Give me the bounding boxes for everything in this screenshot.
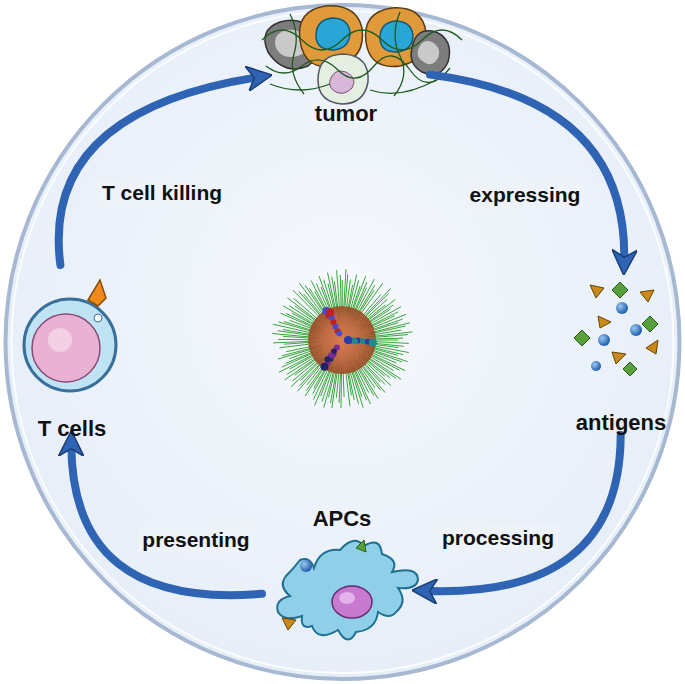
stage-label: tumor (315, 101, 377, 126)
cycle-ground (6, 5, 680, 679)
cycle-arrow (59, 77, 262, 265)
tumor-cells (262, 6, 462, 104)
antigen-molecules (574, 282, 658, 376)
step-label: processing (438, 525, 558, 550)
stage-label: antigens (576, 410, 666, 435)
stage-node: T cells (10, 265, 134, 441)
stage-node: tumor (262, 2, 430, 126)
cycle-arrow (430, 75, 624, 265)
cycle-arrow (71, 441, 262, 595)
t-cell (24, 280, 116, 391)
stage-label: APCs (313, 506, 372, 531)
step-label: presenting (138, 527, 253, 552)
stage-label: T cells (38, 416, 106, 441)
cycle-arrow (422, 435, 621, 591)
antigen-presenting-cell (277, 540, 418, 640)
stage-node: antigens (565, 265, 677, 435)
nanoparticle (272, 269, 412, 408)
stage-node: APCs (262, 506, 422, 668)
step-label: expressing (466, 182, 585, 207)
step-label: T cell killing (98, 180, 226, 205)
